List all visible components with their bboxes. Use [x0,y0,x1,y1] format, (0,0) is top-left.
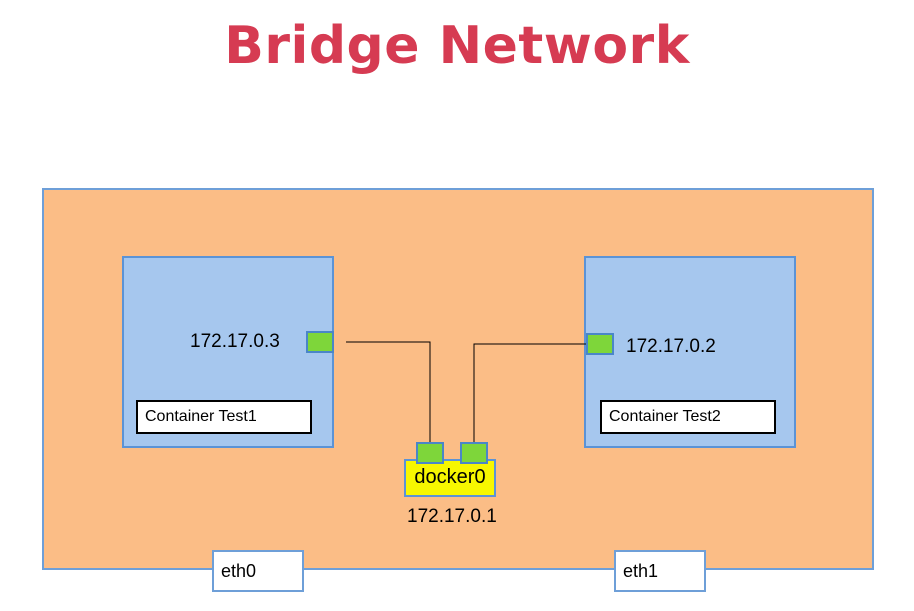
eth0-interface: eth0 [212,550,304,592]
docker0-port-2 [460,442,488,464]
container-test2-ip: 172.17.0.2 [626,336,716,357]
docker0-ip: 172.17.0.1 [407,506,497,527]
container-test2-label: Container Test2 [600,400,776,434]
docker0-port-1 [416,442,444,464]
link-test2-docker0 [473,343,586,442]
container-test1-port [306,331,334,353]
container-test1-label: Container Test1 [136,400,312,434]
docker0-label: docker0 [414,466,486,488]
container-test1-ip: 172.17.0.3 [190,331,280,352]
eth1-interface: eth1 [614,550,706,592]
page-title: Bridge Network [224,16,690,76]
link-test1-docker0 [346,341,431,442]
container-test2-port [586,333,614,355]
docker0-bridge [404,459,496,497]
